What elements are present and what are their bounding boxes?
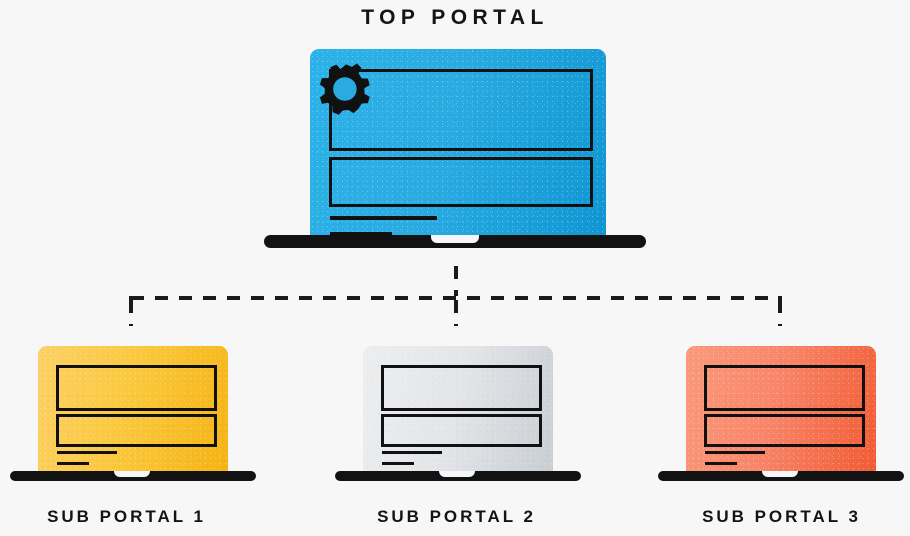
page-title: TOP PORTAL [361, 6, 549, 29]
sub-portal-3-laptop[interactable] [658, 346, 904, 482]
top-portal-laptop[interactable] [264, 49, 646, 249]
sub-portal-1-content-line-2 [57, 462, 89, 465]
sub-portal-3-laptop-notch [762, 471, 798, 477]
sub-portal-1-content-line-1 [57, 451, 117, 454]
sub-portal-2-content-box-1 [381, 365, 542, 411]
top-portal-content-box-2 [329, 157, 593, 207]
sub-portal-1-laptop-notch [114, 471, 150, 477]
connector-bus-horizontal [131, 296, 781, 300]
sub-portal-1-content-box-2 [56, 414, 217, 447]
connector-corner-right [778, 296, 782, 300]
sub-portal-1-content-box-1 [56, 365, 217, 411]
sub-portal-2-content-line-1 [382, 451, 442, 454]
top-portal-content-line-1 [330, 216, 437, 220]
sub-portal-3-label: SUB PORTAL 3 [702, 507, 861, 526]
sub-portal-3-content-line-1 [705, 451, 765, 454]
sub-portal-2-content-box-2 [381, 414, 542, 447]
sub-portal-2-laptop[interactable] [335, 346, 581, 482]
connector-stub-top [454, 266, 458, 296]
sub-portal-2-laptop-notch [439, 471, 475, 477]
top-portal-content-line-2 [330, 232, 392, 236]
sub-portal-3-content-line-2 [705, 462, 737, 465]
sub-portal-2-label: SUB PORTAL 2 [377, 507, 536, 526]
sub-portal-3-content-box-1 [704, 365, 865, 411]
connector-stub-sub-3 [778, 300, 782, 326]
sub-portal-3-content-box-2 [704, 414, 865, 447]
connector-corner-left [129, 296, 133, 300]
top-portal-laptop-notch [431, 235, 479, 243]
top-portal-content-box-1 [329, 69, 593, 151]
sub-portal-1-label: SUB PORTAL 1 [47, 507, 206, 526]
gear-icon [318, 61, 374, 117]
connector-stub-sub-2 [454, 300, 458, 326]
connector-stub-sub-1 [129, 300, 133, 326]
sub-portal-1-laptop[interactable] [10, 346, 256, 482]
sub-portal-2-content-line-2 [382, 462, 414, 465]
